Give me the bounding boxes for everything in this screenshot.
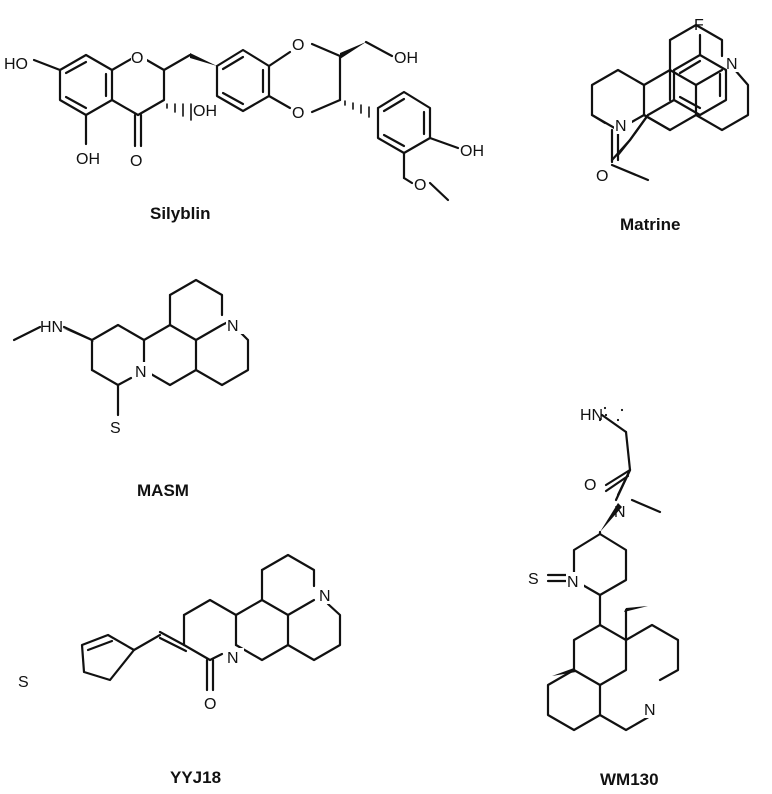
carbonyl-oxygen-label: O <box>130 153 142 170</box>
nitrogen-label: N <box>135 364 147 381</box>
nitrogen-label: N <box>726 56 738 73</box>
hydroxyl-label: OH <box>76 151 100 168</box>
matrine-structure: N N O Matrine <box>590 23 750 234</box>
nitrogen-label: N <box>227 650 239 667</box>
compound-name-matrine: Matrine <box>620 215 680 234</box>
wm130-structure: N N F HN O N S WM130 <box>528 17 728 789</box>
ring-oxygen-label: O <box>292 105 304 122</box>
amine-nh-label: HN <box>40 319 63 336</box>
ring-oxygen-label: O <box>131 50 143 67</box>
thiophene-sulfur-label: S <box>18 674 29 691</box>
amide-nitrogen-label: N <box>614 504 626 521</box>
nitrogen-label: N <box>615 118 627 135</box>
masm-structure: N N S HN MASM <box>12 278 250 500</box>
fluorine-label: F <box>694 17 704 34</box>
amine-nh-label: HN <box>580 407 603 424</box>
compound-name-silyblin: Silyblin <box>150 204 210 223</box>
carbonyl-oxygen-label: O <box>204 696 216 713</box>
yyj18-structure: N N O S YYJ18 <box>16 553 342 787</box>
hydroxyl-label: OH <box>394 50 418 67</box>
nitrogen-label: N <box>567 574 579 591</box>
carbonyl-oxygen-label: O <box>596 168 608 185</box>
hashed-bond <box>166 103 192 121</box>
thione-sulfur-label: S <box>528 571 539 588</box>
nitrogen-label: N <box>227 318 239 335</box>
ring-oxygen-label: O <box>292 37 304 54</box>
hydroxyl-label: OH <box>460 143 484 160</box>
silyblin-structure: O HO OH O OH O O OH OH O Silyblin <box>4 37 484 223</box>
hydroxyl-label: HO <box>4 56 28 73</box>
amide-oxygen-label: O <box>584 477 596 494</box>
compound-name-wm130: WM130 <box>600 770 659 789</box>
thione-sulfur-label: S <box>110 420 121 437</box>
compound-name-yyj18: YYJ18 <box>170 768 221 787</box>
nitrogen-label: N <box>644 702 656 719</box>
methoxy-oxygen-label: O <box>414 177 426 194</box>
compound-name-masm: MASM <box>137 481 189 500</box>
nitrogen-label: N <box>319 588 331 605</box>
hashed-bond <box>344 100 370 118</box>
hydroxyl-label: OH <box>193 103 217 120</box>
